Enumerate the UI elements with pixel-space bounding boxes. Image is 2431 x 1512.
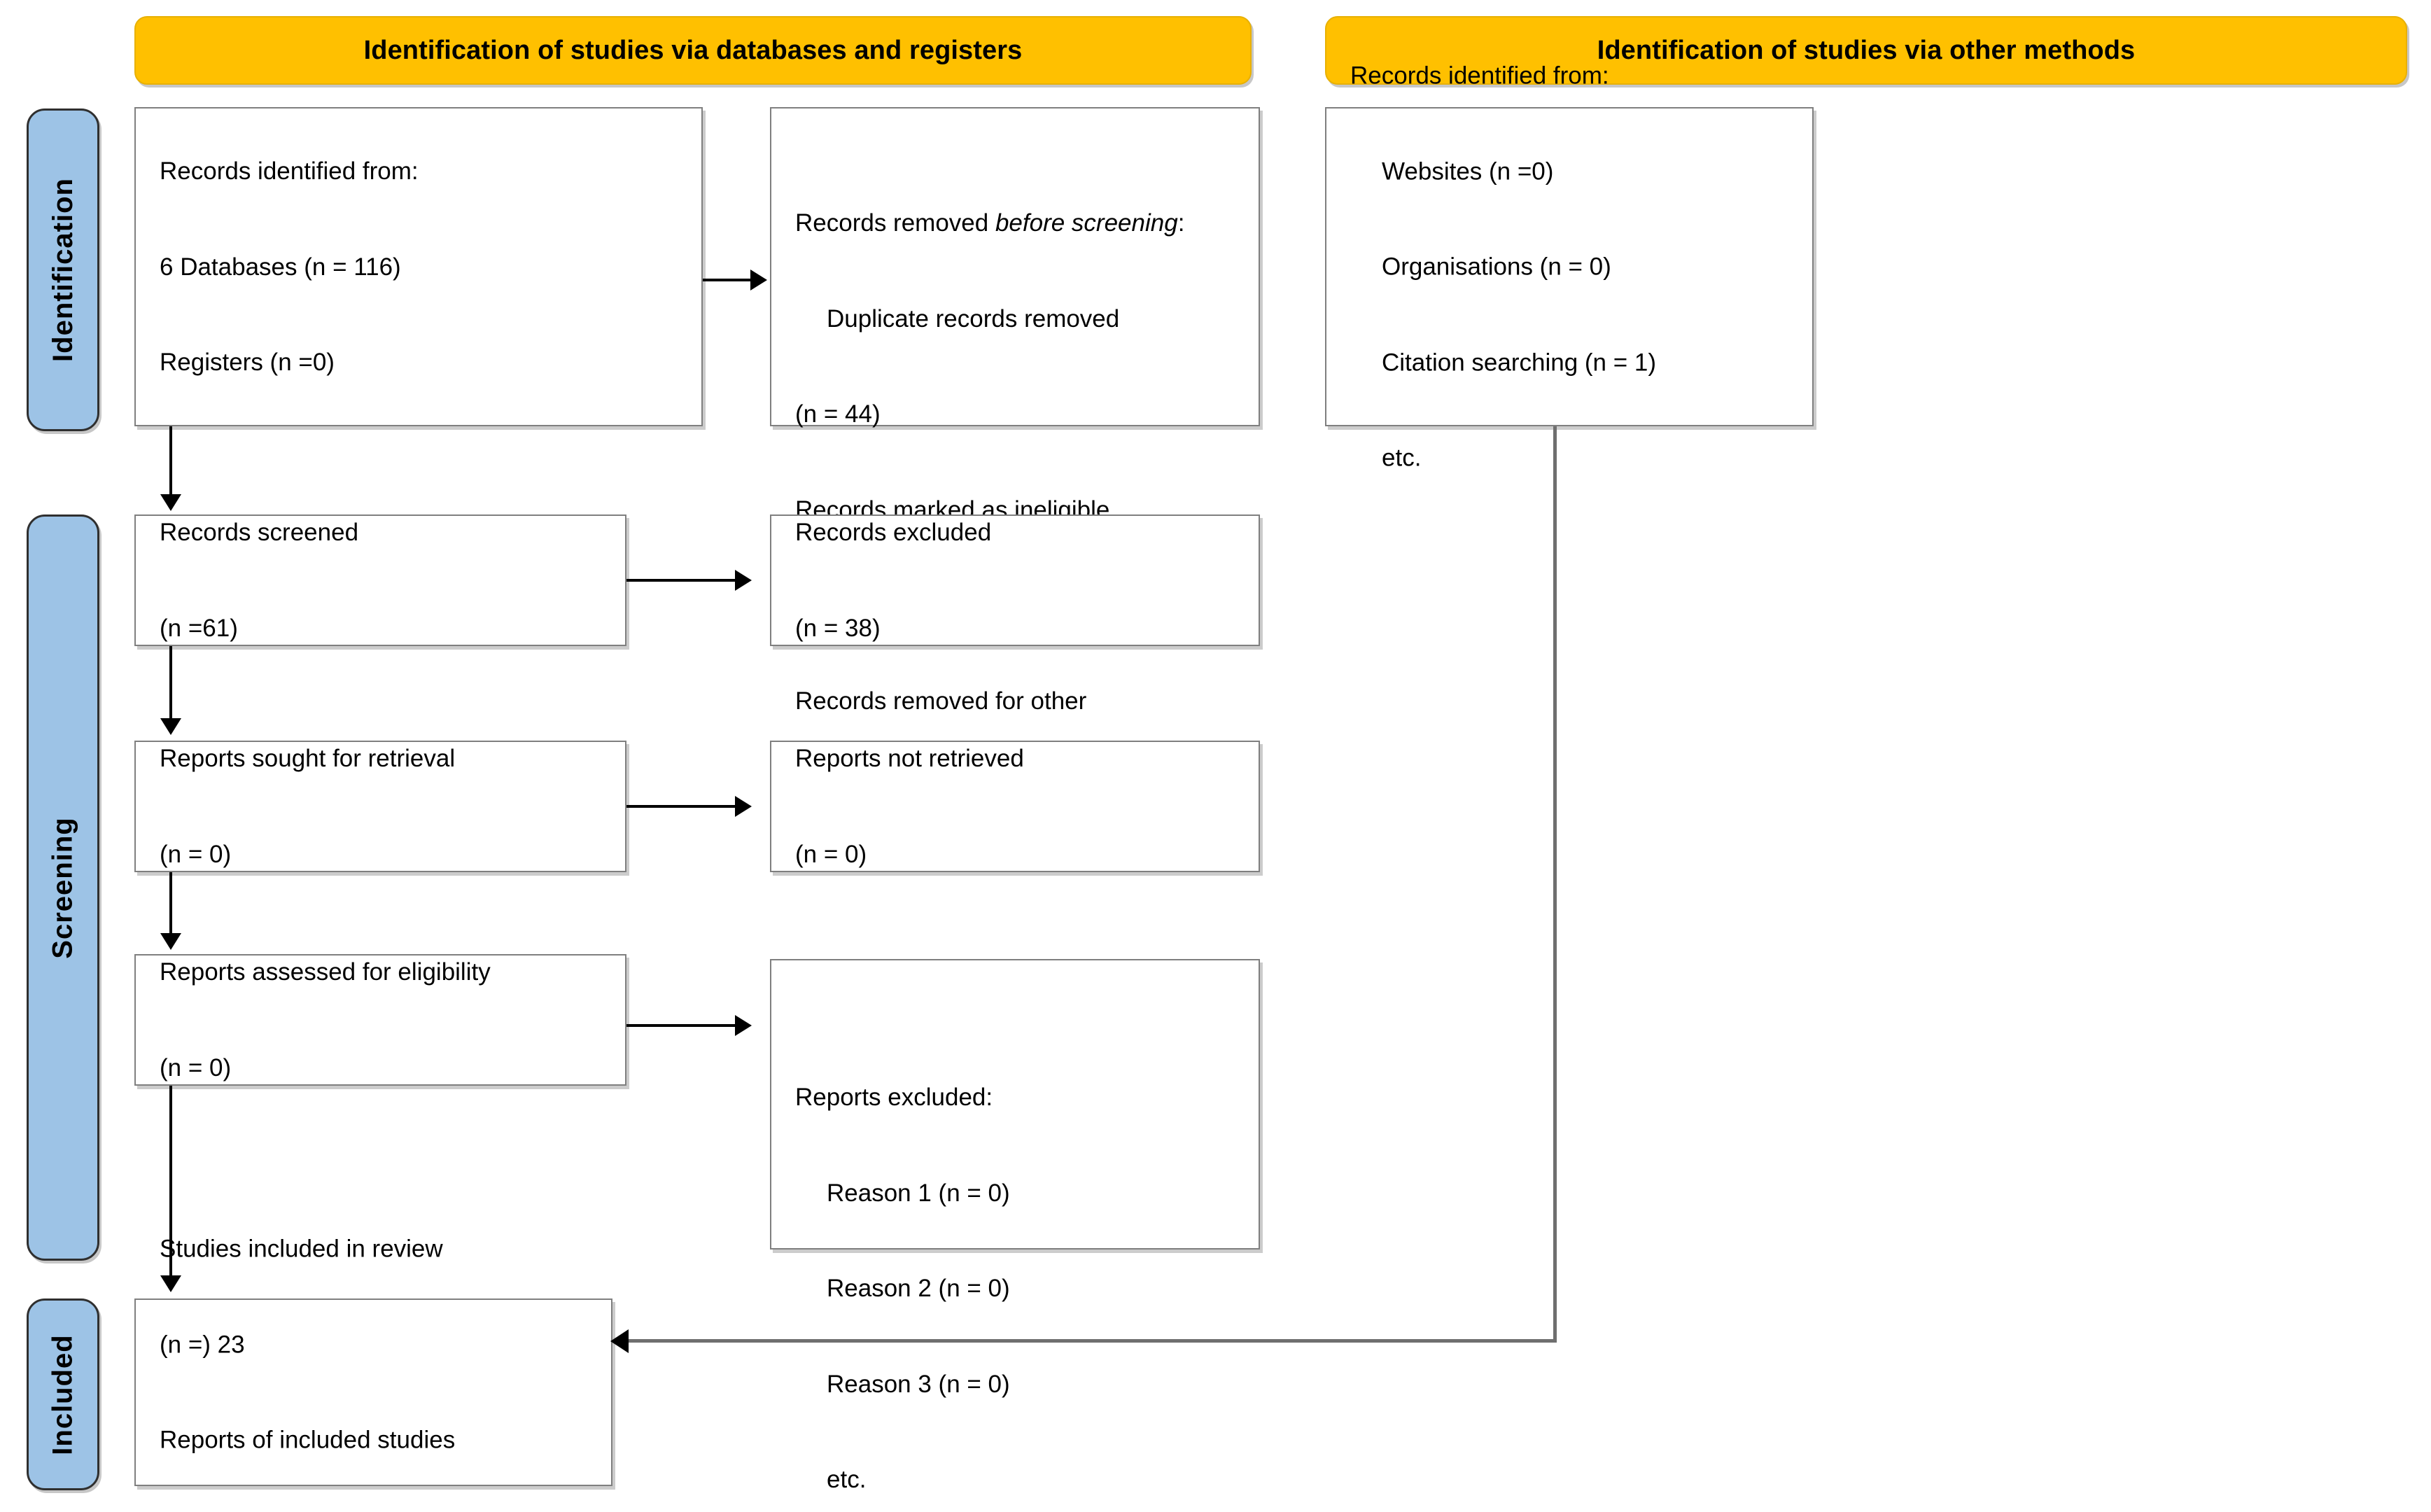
connector-sought-to-not-retrieved — [626, 805, 738, 808]
connector-screened-to-sought — [169, 646, 172, 720]
box-records-screened-text: Records screened (n =61) — [160, 453, 612, 708]
box-records-identified: Records identified from: 6 Databases (n … — [134, 107, 703, 426]
arrow-sought-to-assessed — [160, 933, 181, 950]
other-identified-item-0: Websites (n =0) — [1382, 157, 1554, 185]
records-removed-item-4: Records removed for other — [795, 687, 1087, 715]
reports-excluded-item-2: Reason 3 (n = 0) — [827, 1370, 1010, 1398]
header-databases-and-registers: Identification of studies via databases … — [134, 16, 1252, 85]
reports-excluded-line1: Reports excluded: — [795, 1084, 993, 1111]
records-removed-lead-a: Records removed — [795, 209, 995, 237]
records-identified-line3: Registers (n =0) — [160, 348, 335, 376]
box-records-identified-text: Records identified from: 6 Databases (n … — [160, 92, 689, 442]
box-reports-sought: Reports sought for retrieval (n = 0) — [134, 741, 626, 872]
box-reports-not-retrieved-text: Reports not retrieved (n = 0) — [795, 679, 1246, 934]
other-identified-item-1: Organisations (n = 0) — [1382, 253, 1611, 281]
reports-sought-line2: (n = 0) — [160, 840, 232, 868]
records-removed-lead-end: : — [1177, 209, 1185, 237]
reports-not-retrieved-line2: (n = 0) — [795, 840, 867, 868]
reports-excluded-item-0: Reason 1 (n = 0) — [827, 1179, 1010, 1207]
header-other-methods: Identification of studies via other meth… — [1325, 16, 2407, 85]
box-reports-assessed-text: Reports assessed for eligibility (n = 0) — [160, 892, 612, 1147]
records-identified-line2: 6 Databases (n = 116) — [160, 253, 401, 281]
connector-identified-to-screened — [169, 426, 172, 496]
box-studies-included-text: Studies included in review (n =) 23 Repo… — [160, 1170, 598, 1512]
box-reports-assessed: Reports assessed for eligibility (n = 0) — [134, 954, 626, 1086]
studies-included-line3: Reports of included studies — [160, 1426, 456, 1454]
box-reports-sought-text: Reports sought for retrieval (n = 0) — [160, 679, 612, 934]
connector-identified-to-removed — [703, 279, 755, 281]
stage-label-screening: Screening — [27, 514, 99, 1261]
reports-sought-line1: Reports sought for retrieval — [160, 745, 456, 772]
arrow-assessed-to-reports-excluded — [735, 1015, 752, 1036]
connector-sought-to-assessed — [169, 872, 172, 935]
stage-included-text: Included — [47, 1334, 78, 1455]
arrow-screened-to-sought — [160, 718, 181, 735]
records-screened-line2: (n =61) — [160, 614, 238, 642]
stage-label-identification: Identification — [27, 108, 99, 431]
box-records-screened: Records screened (n =61) — [134, 514, 626, 646]
studies-included-line1: Studies included in review — [160, 1235, 443, 1263]
reports-excluded-item-1: Reason 2 (n = 0) — [827, 1275, 1010, 1302]
header-other-methods-label: Identification of studies via other meth… — [1597, 35, 2136, 65]
box-records-excluded: Records excluded (n = 38) — [770, 514, 1260, 646]
connector-assessed-to-included — [169, 1086, 172, 1278]
connector-screened-to-excluded — [626, 579, 738, 582]
reports-excluded-item-3: etc. — [827, 1466, 867, 1493]
reports-assessed-line2: (n = 0) — [160, 1054, 232, 1082]
connector-other-methods-horizontal — [626, 1339, 1557, 1343]
records-removed-item-0: Duplicate records removed — [827, 304, 1120, 332]
other-identified-line1: Records identified from: — [1350, 62, 1609, 90]
box-reports-excluded: Reports excluded: Reason 1 (n = 0) Reaso… — [770, 959, 1260, 1493]
records-excluded-line2: (n = 38) — [795, 614, 881, 642]
arrow-other-methods-to-included — [610, 1329, 629, 1353]
box-records-removed: Records removed before screening: Duplic… — [770, 107, 1260, 810]
stage-label-included: Included — [27, 1298, 99, 1490]
stage-screening-text: Screening — [47, 816, 78, 959]
box-reports-excluded-text: Reports excluded: Reason 1 (n = 0) Reaso… — [795, 1018, 1246, 1512]
box-other-methods-text: Records identified from: Websites (n =0)… — [1350, 0, 1800, 538]
reports-assessed-line1: Reports assessed for eligibility — [160, 958, 491, 986]
box-records-excluded-text: Records excluded (n = 38) — [795, 453, 1246, 708]
box-studies-included: Studies included in review (n =) 23 Repo… — [134, 1236, 612, 1486]
connector-assessed-to-reports-excluded — [626, 1024, 738, 1027]
records-removed-item-1: (n = 44) — [795, 400, 881, 428]
box-records-removed-text: Records removed before screening: Duplic… — [795, 144, 1246, 876]
other-identified-item-2: Citation searching (n = 1) — [1382, 348, 1657, 376]
header-databases-label: Identification of studies via databases … — [363, 35, 1023, 65]
records-screened-line1: Records screened — [160, 519, 359, 546]
records-identified-line1: Records identified from: — [160, 157, 419, 185]
arrow-assessed-to-included — [160, 1275, 181, 1292]
studies-included-line2: (n =) 23 — [160, 1331, 245, 1358]
records-excluded-line1: Records excluded — [795, 519, 992, 546]
records-removed-lead: Records removed before screening: — [795, 207, 1246, 239]
stage-identification-text: Identification — [47, 178, 78, 362]
other-identified-item-3: etc. — [1382, 444, 1422, 472]
box-reports-not-retrieved: Reports not retrieved (n = 0) — [770, 741, 1260, 872]
connector-other-methods-vertical — [1553, 426, 1557, 1342]
box-other-methods-identified: Records identified from: Websites (n =0)… — [1325, 62, 1814, 471]
arrow-sought-to-not-retrieved — [735, 796, 752, 817]
records-removed-lead-italic: before screening — [995, 209, 1178, 237]
arrow-screened-to-excluded — [735, 570, 752, 591]
arrow-identified-to-removed — [750, 270, 767, 290]
arrow-identified-to-screened — [160, 494, 181, 511]
reports-not-retrieved-line1: Reports not retrieved — [795, 745, 1024, 772]
